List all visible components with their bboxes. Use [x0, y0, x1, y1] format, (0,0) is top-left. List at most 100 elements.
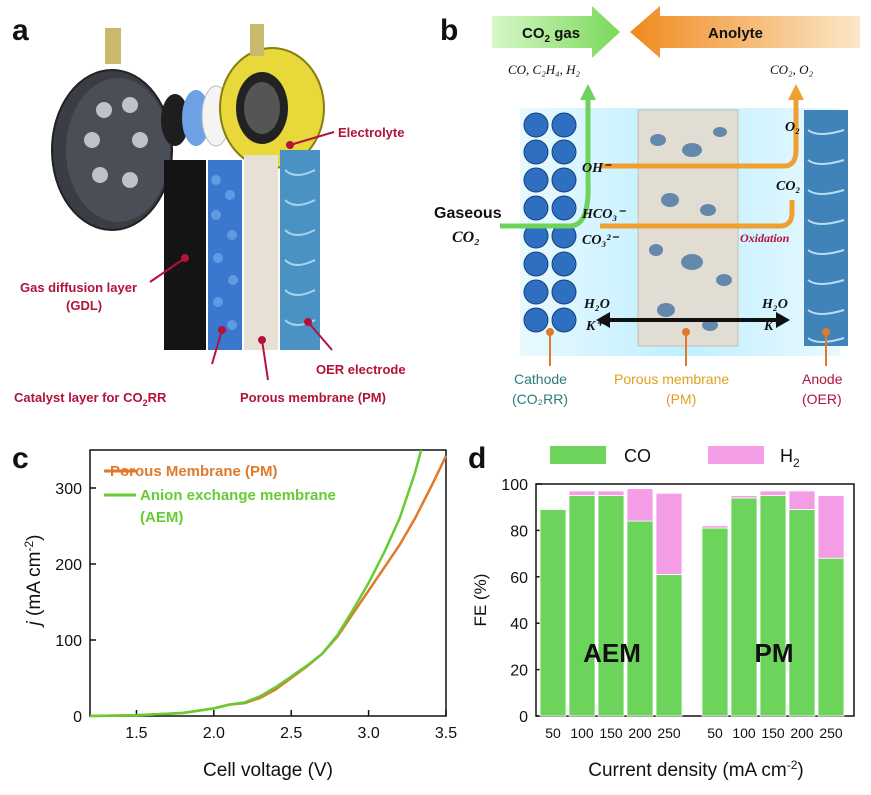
- panel-letter-d: d: [468, 442, 487, 475]
- porous-membrane-label: Porous membrane (PM): [240, 390, 386, 405]
- right-plate-inner: [244, 82, 280, 134]
- cell-exploded-diagram: Electrolyte Gas diffusion layer (GDL) OE…: [14, 24, 406, 408]
- anode-mesh: [807, 129, 845, 343]
- x-tick-label: 3.0: [357, 725, 379, 742]
- x-axis-label: Cell voltage (V): [203, 760, 333, 781]
- y-tick-label: 40: [510, 616, 528, 633]
- x-tick-label: 1.5: [125, 725, 147, 742]
- oh-label: OH⁻: [582, 161, 612, 176]
- panel-letter-a: a: [12, 14, 29, 47]
- x-tick-label: 100: [570, 725, 594, 741]
- x-tick-label: 50: [545, 725, 561, 741]
- co2-anode-label: CO₂: [776, 179, 800, 194]
- bolt: [84, 132, 100, 148]
- anolyte-label: Anolyte: [708, 25, 763, 42]
- anode-sublabel: (OER): [802, 391, 842, 407]
- x-axis-label: Current density (mA cm-2): [588, 758, 804, 781]
- y-tick-label: 300: [55, 481, 82, 498]
- co2-gas-arrow: [492, 6, 620, 58]
- cathode-label: Cathode: [514, 371, 567, 387]
- group-label-aem: AEM: [583, 638, 641, 668]
- legend-pm: Porous Membrane (PM): [110, 463, 278, 480]
- x-tick-label: 150: [599, 725, 623, 741]
- y-tick-label: 0: [519, 709, 528, 726]
- y-tick-label: 60: [510, 570, 528, 587]
- porous-membrane-layer: [244, 155, 278, 350]
- bar-h2-pm-200: [788, 490, 816, 510]
- co3-label: CO₃²⁻: [582, 233, 620, 248]
- bar-co-aem-250: [655, 574, 683, 717]
- legend-h2-swatch: [708, 446, 764, 464]
- gdl-label-line1: Gas diffusion layer: [20, 280, 137, 295]
- co2-gas-label: CO2 gas: [522, 25, 580, 45]
- legend-co-label: CO: [624, 446, 651, 466]
- bar-h2-aem-250: [655, 492, 683, 575]
- component-pointers: [546, 328, 830, 366]
- x-tick-label: 250: [819, 725, 843, 741]
- bar-co-pm-250: [817, 557, 845, 717]
- k-left-label: K⁺: [585, 319, 604, 334]
- gasket: [161, 94, 189, 146]
- o2-arrow-head: [788, 84, 804, 100]
- panel-a: a: [0, 0, 430, 420]
- hco3-label: HCO₃⁻: [581, 207, 626, 222]
- cathode-products: CO, C₂H₄, H₂: [508, 62, 581, 77]
- double-arrow-left-head: [596, 312, 610, 328]
- anode-label: Anode: [802, 371, 843, 387]
- legend-co-swatch: [550, 446, 606, 464]
- bolt: [122, 97, 138, 113]
- oer-electrode-label: OER electrode: [316, 362, 406, 377]
- bar-h2-pm-50: [701, 525, 729, 529]
- right-tab: [250, 24, 264, 56]
- panel-letter-c: c: [12, 442, 29, 475]
- legend-aem-line2: (AEM): [140, 509, 183, 526]
- bar-co-aem-200: [626, 520, 654, 717]
- bolt: [96, 102, 112, 118]
- catalyst-layer-label: Catalyst layer for CO2RR: [14, 390, 167, 408]
- y-axis-label: FE (%): [471, 574, 490, 627]
- legend-h2-label: H2: [780, 446, 800, 470]
- y-tick-label: 0: [73, 709, 82, 726]
- x-tick-label: 250: [657, 725, 681, 741]
- cathode-sublabel: (CO₂RR): [512, 391, 568, 407]
- pointer-lines: [149, 131, 335, 381]
- gdl-label-line2: (GDL): [66, 298, 102, 313]
- x-tick-label: 200: [790, 725, 814, 741]
- plot-frame: [89, 449, 447, 717]
- oer-electrode-layer: [280, 150, 320, 350]
- oxidation-label: Oxidation: [740, 231, 790, 245]
- y-tick-label: 20: [510, 663, 528, 680]
- catalyst-layer: [208, 160, 242, 350]
- h2o-left-label: H₂O: [583, 297, 610, 312]
- x-tick-label: 2.5: [280, 725, 302, 742]
- gaseous-co2-label: CO₂: [452, 229, 480, 246]
- y-tick-label: 200: [55, 557, 82, 574]
- double-arrow-right-head: [776, 312, 790, 328]
- bar-co-pm-150: [759, 495, 787, 717]
- x-tick-label: 200: [628, 725, 652, 741]
- bolt: [92, 167, 108, 183]
- gaseous-label: Gaseous: [434, 205, 502, 222]
- y-tick-label: 100: [55, 633, 82, 650]
- y-tick-label: 100: [501, 477, 528, 494]
- co2-arrow-head: [580, 84, 596, 100]
- h2o-right-label: H₂O: [761, 297, 788, 312]
- panel-b: b CO2 gas Anolyte CO, C₂H₄, H₂ CO₂, O₂: [430, 0, 871, 420]
- panel-letter-b: b: [440, 14, 459, 47]
- bar-h2-pm-150: [759, 490, 787, 496]
- left-end-plate-front: [66, 78, 170, 222]
- bolt: [132, 132, 148, 148]
- anode-block: [804, 110, 848, 346]
- y-tick-label: 80: [510, 523, 528, 540]
- bar-co-aem-100: [568, 495, 596, 717]
- k-right-label: K⁺: [763, 319, 782, 334]
- bar-co-pm-100: [730, 497, 758, 717]
- bar-co-aem-150: [597, 495, 625, 717]
- bar-co-pm-50: [701, 527, 729, 717]
- group-label-pm: PM: [755, 638, 794, 668]
- oer-mesh: [284, 169, 316, 326]
- x-tick-label: 50: [707, 725, 723, 741]
